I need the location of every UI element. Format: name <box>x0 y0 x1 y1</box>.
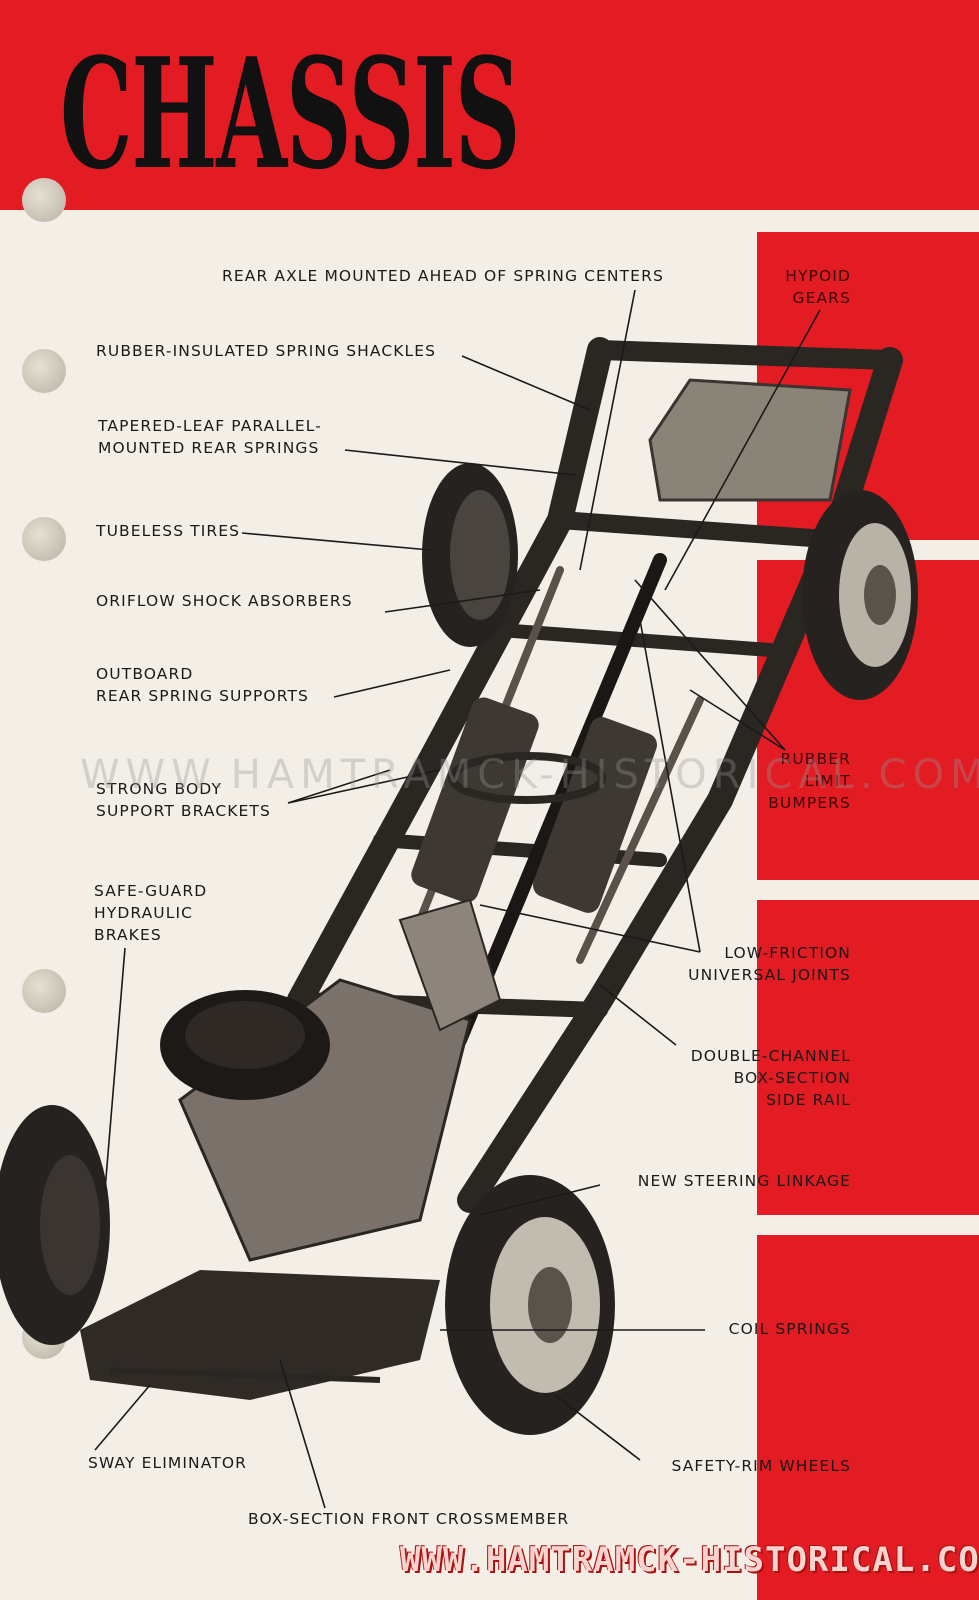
callout-sway-eliminator: SWAY ELIMINATOR <box>88 1454 247 1472</box>
punch-hole <box>22 178 66 222</box>
callout-rear-springs: TAPERED-LEAF PARALLEL- MOUNTED REAR SPRI… <box>98 417 322 457</box>
callout-hydraulic-brakes: SAFE-GUARD HYDRAULIC BRAKES <box>94 882 208 944</box>
callout-body-brackets: STRONG BODY SUPPORT BRACKETS <box>96 780 271 820</box>
callout-tubeless-tires: TUBELESS TIRES <box>96 522 241 540</box>
callout-front-crossmember: BOX-SECTION FRONT CROSSMEMBER <box>248 1510 570 1528</box>
callout-side-rail: DOUBLE-CHANNEL BOX-SECTION SIDE RAIL <box>690 1047 851 1109</box>
callout-hypoid-gears: HYPOID GEARS <box>785 267 851 307</box>
watermark-middle: WWW.HAMTRAMCK-HISTORICAL.COM <box>80 752 979 798</box>
callout-universal-joints: LOW-FRICTION UNIVERSAL JOINTS <box>688 944 851 984</box>
wheel <box>445 1175 615 1435</box>
callout-rubber-bumpers: RUBBER LIMIT BUMPERS <box>768 750 851 812</box>
callout-rim-wheels: SAFETY-RIM WHEELS <box>671 1457 851 1475</box>
callout-steering-linkage: NEW STEERING LINKAGE <box>637 1172 851 1190</box>
punch-hole <box>22 349 66 393</box>
callout-rear-axle: REAR AXLE MOUNTED AHEAD OF SPRING CENTER… <box>222 267 664 285</box>
punch-hole <box>22 969 66 1013</box>
wheel <box>0 1105 110 1345</box>
watermark-bottom: WWW.HAMTRAMCK-HISTORICAL.COM <box>400 1540 979 1580</box>
wheel <box>422 463 518 647</box>
callout-spring-shackles: RUBBER-INSULATED SPRING SHACKLES <box>96 342 437 360</box>
callout-coil-springs: COIL SPRINGS <box>728 1320 851 1338</box>
punch-hole <box>22 517 66 561</box>
top-red-band <box>0 0 979 210</box>
red-band-gap <box>757 1215 979 1235</box>
red-band-gap <box>757 880 979 900</box>
wheel <box>802 490 918 700</box>
page-title: CHASSIS <box>60 24 521 203</box>
callout-shock-absorbers: ORIFLOW SHOCK ABSORBERS <box>96 592 353 610</box>
callout-outboard-supports: OUTBOARD REAR SPRING SUPPORTS <box>96 665 309 705</box>
